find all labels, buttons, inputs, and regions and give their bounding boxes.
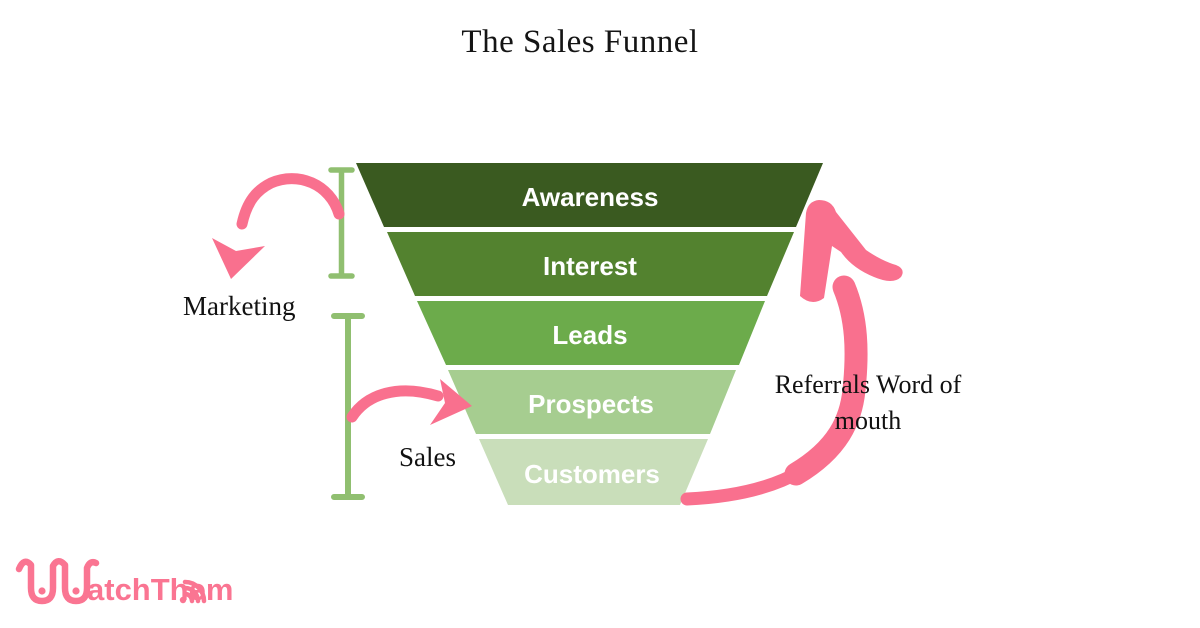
page-title: The Sales Funnel xyxy=(461,24,699,60)
marketing-label: Marketing xyxy=(183,291,296,321)
funnel-tier-leads xyxy=(417,301,765,365)
marketing-arrow xyxy=(212,173,345,279)
funnel-tier-customers xyxy=(479,439,708,505)
sales-arrowhead-icon xyxy=(430,379,472,425)
sales-label: Sales xyxy=(399,442,456,472)
signal-dot-icon xyxy=(179,596,187,604)
glasses-right-dot-icon xyxy=(72,587,80,595)
funnel: Awareness Interest Leads Prospects Custo… xyxy=(356,163,823,505)
funnel-tier-awareness xyxy=(356,163,823,227)
tier-label-awareness: Awareness xyxy=(522,182,659,212)
funnel-tier-prospects xyxy=(448,370,736,434)
referrals-label: Referrals Word of mouth xyxy=(738,367,998,439)
referrals-label-line2: mouth xyxy=(834,406,902,435)
glasses-w-icon xyxy=(15,558,100,605)
sales-arrow xyxy=(346,379,472,425)
referrals-arrow-shaft xyxy=(784,275,868,486)
signal-icon xyxy=(182,579,207,604)
logo-mark xyxy=(15,558,207,605)
marketing-bracket xyxy=(328,167,355,279)
referrals-label-line1: Referrals Word of xyxy=(774,370,962,399)
referrals-arrowhead-icon xyxy=(800,200,903,303)
marketing-arrowhead-icon xyxy=(212,238,265,279)
tier-label-customers: Customers xyxy=(524,459,660,489)
tier-label-prospects: Prospects xyxy=(528,389,654,419)
marketing-arrow-shaft xyxy=(236,173,345,230)
tier-label-interest: Interest xyxy=(543,251,637,281)
funnel-tier-interest xyxy=(387,232,794,296)
referrals-arrow xyxy=(680,200,903,506)
tier-label-leads: Leads xyxy=(552,320,627,350)
sales-arrow-shaft xyxy=(346,385,444,423)
sales-bracket xyxy=(331,313,365,500)
logo-wordmark: atchThem xyxy=(87,572,234,607)
glasses-left-dot-icon xyxy=(38,587,46,595)
referrals-arrow-tail xyxy=(680,464,808,506)
